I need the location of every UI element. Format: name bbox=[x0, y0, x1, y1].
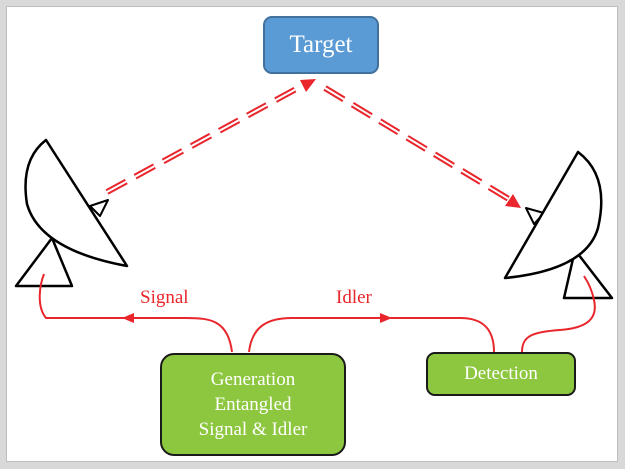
signal-line bbox=[38, 273, 233, 353]
detection-box: Detection bbox=[426, 352, 576, 396]
reflect-beam bbox=[323, 85, 521, 208]
receiver-dish-icon bbox=[503, 150, 614, 300]
generation-line-1: Generation bbox=[210, 369, 296, 390]
transmit-beam bbox=[105, 79, 316, 195]
generation-line-2: Entangled bbox=[214, 394, 292, 415]
reflect-arrowhead bbox=[505, 194, 521, 208]
generation-line-3: Signal & Idler bbox=[198, 419, 308, 440]
idler-arrowhead bbox=[380, 313, 392, 323]
transmit-arrowhead bbox=[300, 79, 316, 92]
target-box: Target bbox=[263, 16, 379, 74]
idler-label: Idler bbox=[336, 287, 372, 308]
target-label: Target bbox=[289, 31, 353, 58]
detection-label: Detection bbox=[464, 363, 538, 384]
generation-box: Generation Entangled Signal & Idler bbox=[160, 353, 346, 456]
idler-line bbox=[248, 317, 495, 353]
transmitter-dish-icon bbox=[14, 138, 129, 288]
signal-label: Signal bbox=[140, 287, 189, 308]
signal-arrowhead bbox=[122, 313, 134, 323]
receiver-line bbox=[521, 275, 596, 353]
